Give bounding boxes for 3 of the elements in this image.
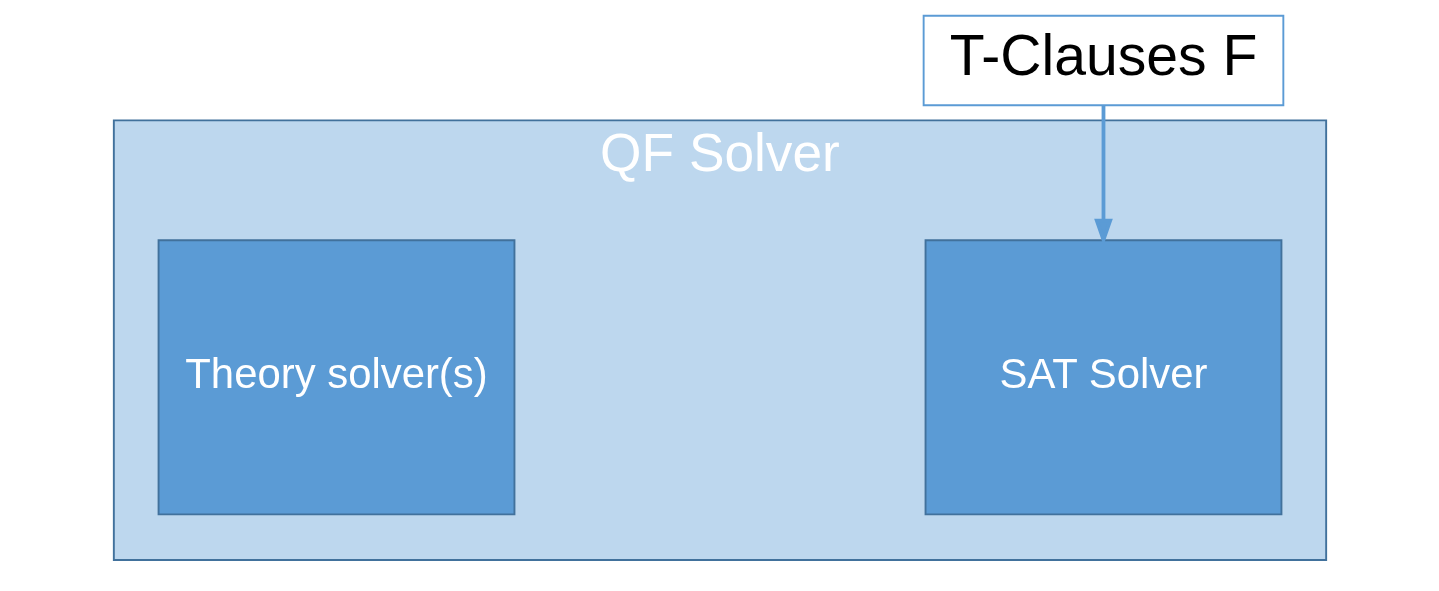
node-box: T-Clauses F [922, 14, 1284, 107]
node-box: SAT Solver [924, 239, 1282, 516]
node-box: Theory solver(s) [157, 239, 515, 516]
